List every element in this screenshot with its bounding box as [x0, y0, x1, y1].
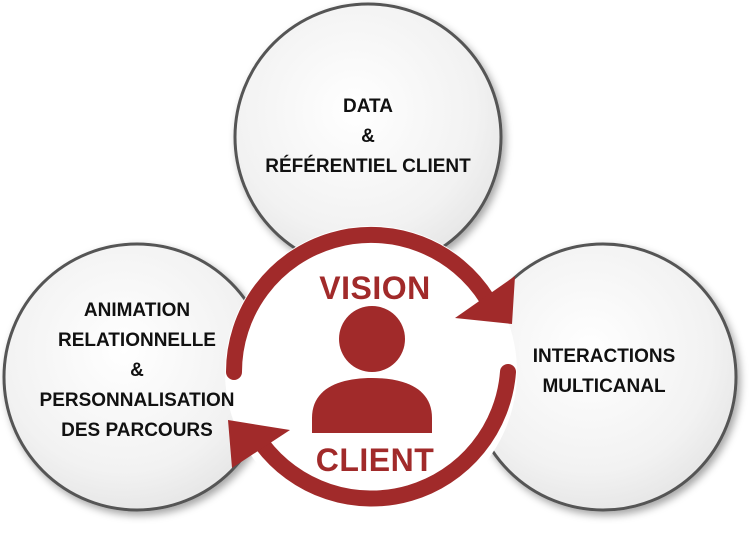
cycle-arrow-top [226, 226, 495, 380]
circle-right-label: INTERACTIONS MULTICANAL [488, 342, 720, 402]
circle-right-line-1: INTERACTIONS [532, 346, 676, 367]
circle-left-label: ANIMATION RELATIONNELLE & PERSONNALISATI… [15, 296, 259, 446]
cycle-arrow-bottom [254, 364, 516, 507]
circle-top-line-1: DATA [343, 96, 393, 117]
circle-left-line-1: ANIMATION [83, 300, 191, 321]
circle-left-line-3: & [130, 360, 144, 381]
circle-left-line-5: DES PARCOURS [61, 420, 213, 441]
circle-top-label: DATA & RÉFÉRENTIEL CLIENT [248, 92, 488, 182]
center-word-client: CLIENT [315, 442, 435, 478]
cycle-arrow-top-head [455, 276, 515, 324]
circle-right-line-2: MULTICANAL [542, 376, 666, 397]
circle-left-line-4: PERSONNALISATION [39, 390, 235, 411]
circle-left-line-2: RELATIONNELLE [58, 330, 216, 351]
center-word-vision: VISION [319, 270, 431, 306]
circle-top-line-3: RÉFÉRENTIEL CLIENT [265, 156, 471, 177]
center-disc [225, 226, 517, 518]
person-icon [312, 306, 432, 433]
circle-top-line-2: & [361, 126, 375, 147]
cycle-arrow-bottom-head [228, 420, 290, 468]
